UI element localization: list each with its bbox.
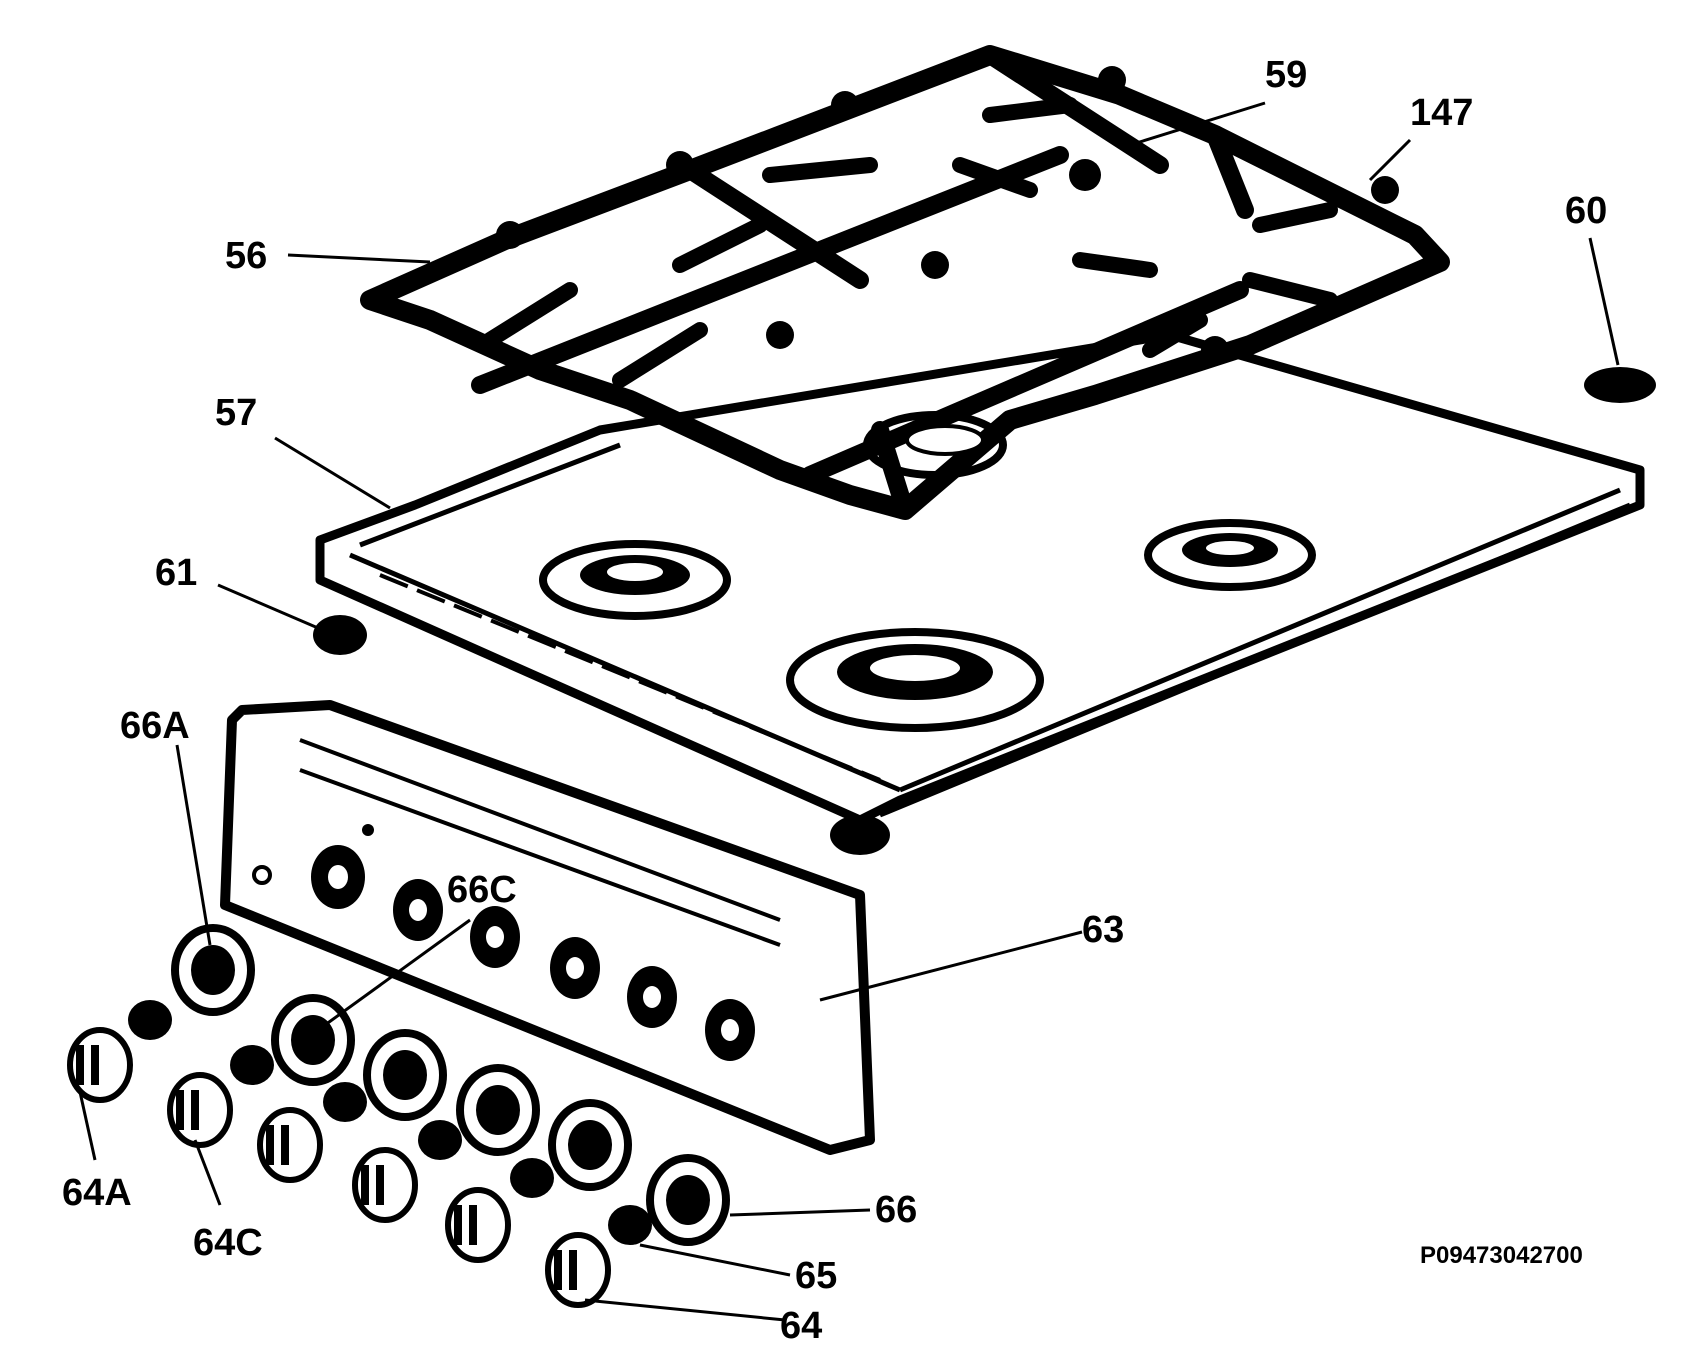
callout-66: 66 <box>875 1189 917 1231</box>
knob-bezels <box>171 924 730 1246</box>
knob-seals <box>128 1000 652 1245</box>
hob-top-plate <box>315 330 1645 825</box>
rubber-foot-left <box>313 615 367 655</box>
callout-56: 56 <box>225 235 267 277</box>
callout-65: 65 <box>795 1255 837 1297</box>
callout-57: 57 <box>215 392 257 434</box>
callout-64A: 64A <box>62 1172 132 1214</box>
callout-labels: 56 59 147 60 57 61 63 66A 66C 64A 64C 66… <box>62 54 1607 1347</box>
callout-63: 63 <box>1082 909 1124 951</box>
leader-lines <box>78 101 1620 1322</box>
burner-front-left <box>539 540 731 620</box>
rubber-foot-right <box>1584 367 1656 403</box>
rubber-foot-front <box>830 815 890 855</box>
callout-66A: 66A <box>120 705 190 747</box>
callout-64: 64 <box>780 1305 822 1347</box>
callout-64C: 64C <box>193 1222 263 1264</box>
burner-back-center <box>863 411 1007 479</box>
callout-60: 60 <box>1565 190 1607 232</box>
burner-front-center <box>786 628 1044 732</box>
control-knobs <box>67 1027 611 1308</box>
burner-back-right <box>1144 519 1316 591</box>
pan-support-grid <box>360 45 1450 520</box>
callout-147: 147 <box>1410 92 1473 134</box>
callout-59: 59 <box>1265 54 1307 96</box>
callout-66C: 66C <box>447 869 517 911</box>
drawing-code: P09473042700 <box>1420 1242 1583 1269</box>
control-panel <box>220 700 875 1155</box>
callout-61: 61 <box>155 552 197 594</box>
